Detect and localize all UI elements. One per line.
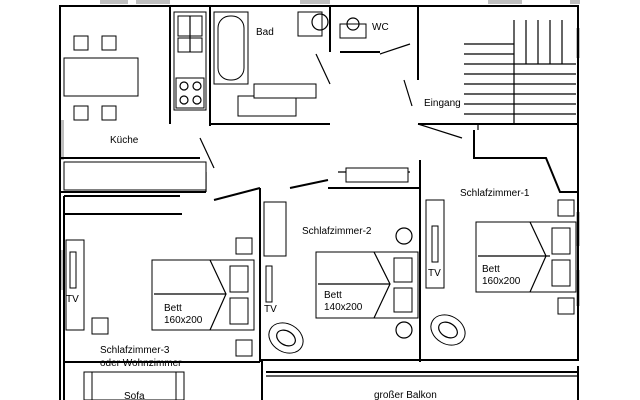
sofa-label: Sofa xyxy=(124,391,145,400)
exterior-walls xyxy=(59,5,579,400)
furniture-labels: Bett 160x200 Bett 140x200 Bett 160x200 T… xyxy=(66,264,521,400)
room-label-bathroom: Bad xyxy=(256,27,274,38)
room-label-balcony: großer Balkon xyxy=(374,390,437,400)
bathroom-fixtures xyxy=(213,11,367,117)
tv-label-bedroom-2: TV xyxy=(264,304,277,315)
bed-2-size: 140x200 xyxy=(324,302,363,313)
room-label-toilet: WC xyxy=(372,22,389,33)
bed-3-label: Bett xyxy=(164,303,182,314)
tv-label-bedroom-3: TV xyxy=(66,294,79,305)
bed-2-label: Bett xyxy=(324,290,342,301)
room-label-bedroom-3: Schlafzimmer-3 xyxy=(100,345,170,356)
interior-walls xyxy=(60,6,578,400)
room-label-kitchen: Küche xyxy=(110,135,139,146)
kitchen-counter xyxy=(173,11,207,111)
room-label-entrance: Eingang xyxy=(424,98,461,109)
bed-3-size: 160x200 xyxy=(164,315,203,326)
staircase xyxy=(464,20,576,124)
bedroom-1-furniture xyxy=(425,199,577,346)
bed-1-size: 160x200 xyxy=(482,276,521,287)
bedroom-3-furniture xyxy=(65,237,255,400)
kitchen-table xyxy=(63,35,139,121)
kitchen-base xyxy=(63,161,207,191)
room-label-bedroom-1: Schlafzimmer-1 xyxy=(460,188,530,199)
room-labels: Küche Bad WC Eingang Schlafzimmer-1 Schl… xyxy=(100,22,530,400)
bedroom-2-furniture xyxy=(263,167,419,354)
tv-label-bedroom-1: TV xyxy=(428,268,441,279)
room-label-bedroom-2: Schlafzimmer-2 xyxy=(302,226,372,237)
room-label-living-room: oder Wohnzimmer xyxy=(100,358,182,369)
bed-1-label: Bett xyxy=(482,264,500,275)
